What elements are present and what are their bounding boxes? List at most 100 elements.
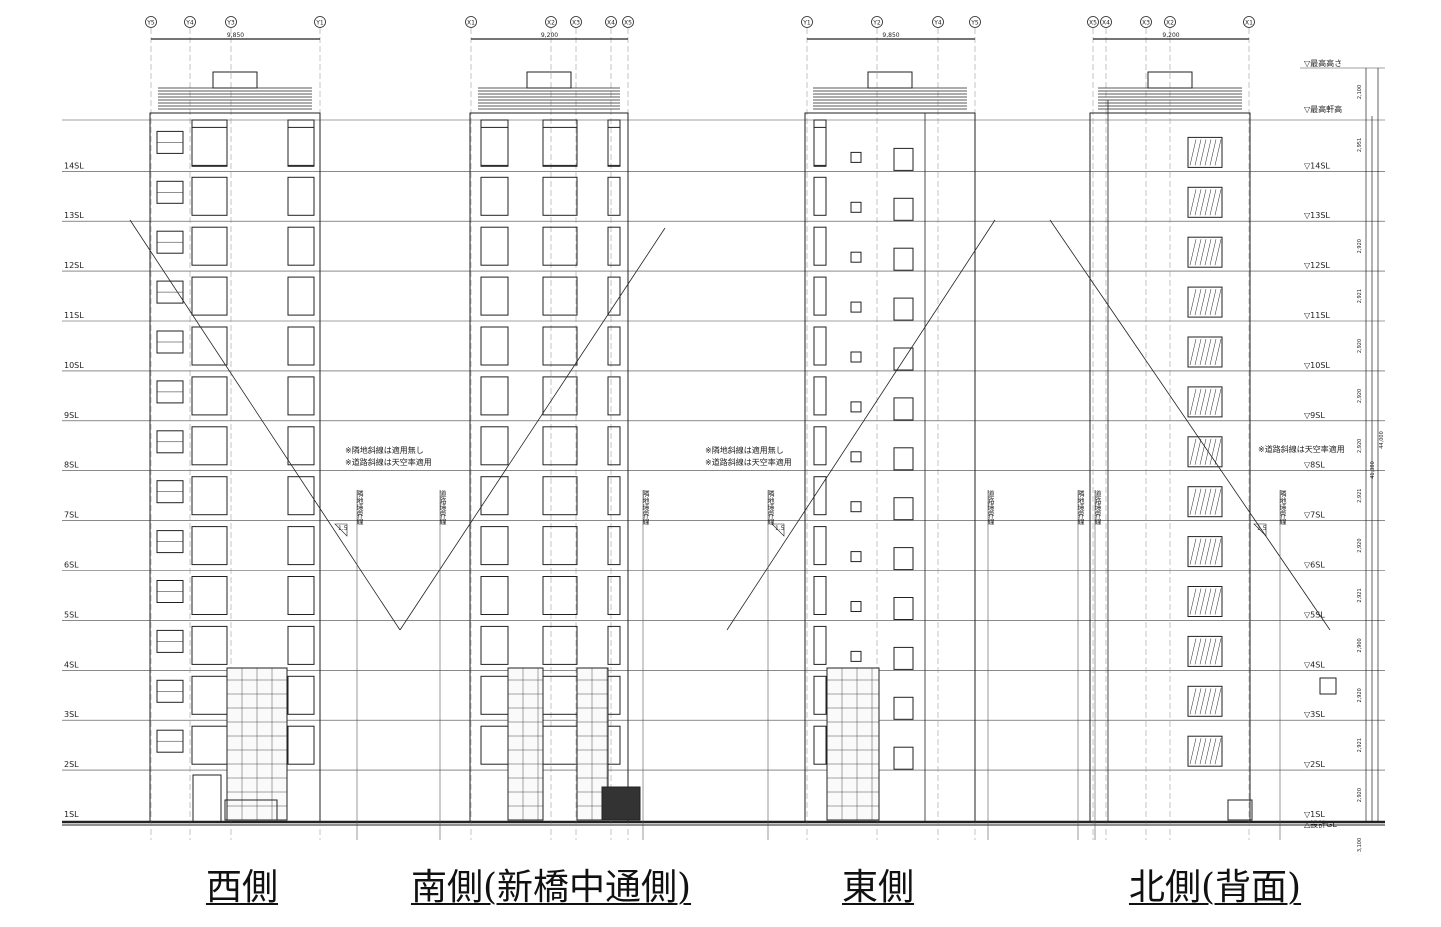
small-window (850, 201, 862, 213)
grid-label: Y5 (146, 20, 155, 27)
stair-tread (1209, 189, 1217, 216)
window (287, 675, 315, 715)
window (191, 725, 228, 765)
window (893, 247, 914, 271)
total-dim: 44,000 (1379, 431, 1385, 449)
stair-tread (1209, 139, 1217, 166)
grid-bubble (145, 16, 157, 28)
stair-tread (1189, 338, 1197, 366)
stair-tread (1209, 738, 1217, 765)
window (813, 126, 827, 166)
title-west: 西側 (205, 867, 279, 908)
window (813, 326, 827, 366)
floor-label: 8SL (64, 461, 79, 470)
stair-tread (1194, 289, 1202, 316)
window (813, 119, 827, 167)
grid-marker: X2 (545, 16, 557, 28)
window (287, 126, 315, 166)
boundary-label: 道路境界線 (1094, 489, 1102, 525)
grid-bubble (622, 16, 634, 28)
small-window (850, 501, 862, 513)
window (287, 326, 315, 366)
stair-tread (1214, 688, 1222, 715)
window (893, 646, 914, 670)
external-stair (1187, 685, 1223, 717)
window (191, 675, 228, 715)
floor-label: 12SL (64, 261, 84, 270)
stair-tread (1214, 538, 1222, 565)
window (893, 597, 914, 620)
grid-bubble (605, 16, 617, 28)
stair-tread (1194, 738, 1202, 765)
grid-label: X1 (467, 20, 475, 27)
boundary-label: 道路境界線 (987, 489, 995, 525)
dim-value: 2,920 (1357, 439, 1363, 453)
window (607, 476, 621, 516)
window (287, 426, 315, 466)
window (893, 696, 914, 720)
window (607, 526, 621, 566)
planter (224, 799, 278, 821)
window (191, 126, 228, 166)
small-window (850, 251, 862, 263)
window (287, 226, 315, 266)
stair-tread (1214, 139, 1222, 166)
grid-marker: Y3 (225, 16, 237, 28)
stair-tread (1199, 189, 1207, 216)
window (480, 276, 509, 316)
window (191, 426, 228, 466)
window (813, 226, 827, 266)
boundary-label: 隣地境界線 (356, 489, 364, 525)
window (191, 326, 228, 366)
window (607, 176, 621, 216)
stair-tread (1194, 338, 1202, 366)
stair-tread (1194, 139, 1202, 166)
note-road: ※道路斜線は天空率適用 (1258, 444, 1345, 454)
window (607, 426, 621, 466)
level-label: ▽最高高さ (1304, 58, 1342, 68)
window (813, 176, 827, 216)
floor-label: 6SL (64, 561, 79, 570)
window (607, 226, 621, 266)
grid-bubble (932, 16, 944, 28)
grid-marker: Y2 (871, 16, 883, 28)
window (542, 426, 578, 466)
dim-value: 2,920 (1357, 788, 1363, 802)
small-window (850, 551, 862, 563)
grid-bubble (969, 16, 981, 28)
window (813, 576, 827, 615)
north-elevation (1089, 71, 1337, 823)
total-dim: 41,380 (1370, 461, 1376, 479)
title-east: 東側 (841, 867, 915, 908)
grid-marker: Y4 (932, 16, 944, 28)
grid-marker: X1 (465, 16, 477, 28)
stair-tread (1214, 338, 1222, 366)
window (607, 725, 621, 765)
window (287, 725, 315, 765)
window (607, 119, 621, 167)
stair-tread (1189, 388, 1197, 415)
window (542, 126, 578, 166)
external-stair (1187, 186, 1223, 218)
title-south: 南側(新橋中通側) (410, 867, 692, 908)
grid-label: X2 (547, 20, 555, 27)
building-outline (1089, 112, 1251, 823)
entrance-door (192, 774, 222, 823)
dim-value: 2,920 (1357, 538, 1363, 552)
grid-bubble (1243, 16, 1255, 28)
floor-label: 11SL (64, 311, 84, 320)
small-window (850, 650, 862, 662)
level-label: ▽最高軒高 (1304, 104, 1342, 114)
window (542, 176, 578, 216)
west-elevation (149, 71, 321, 823)
window (191, 476, 228, 516)
slope-ratio: 1.5 (1257, 525, 1267, 532)
stair-tread (1199, 239, 1207, 266)
note-adjacent: ※隣地斜線は適用無し (345, 445, 424, 455)
window (480, 725, 509, 765)
stair-tread (1209, 688, 1217, 715)
grid-marker: Y1 (314, 16, 326, 28)
dim-value: 2,921 (1357, 289, 1363, 303)
level-label: ▽9SL (1304, 411, 1325, 420)
window (191, 376, 228, 416)
